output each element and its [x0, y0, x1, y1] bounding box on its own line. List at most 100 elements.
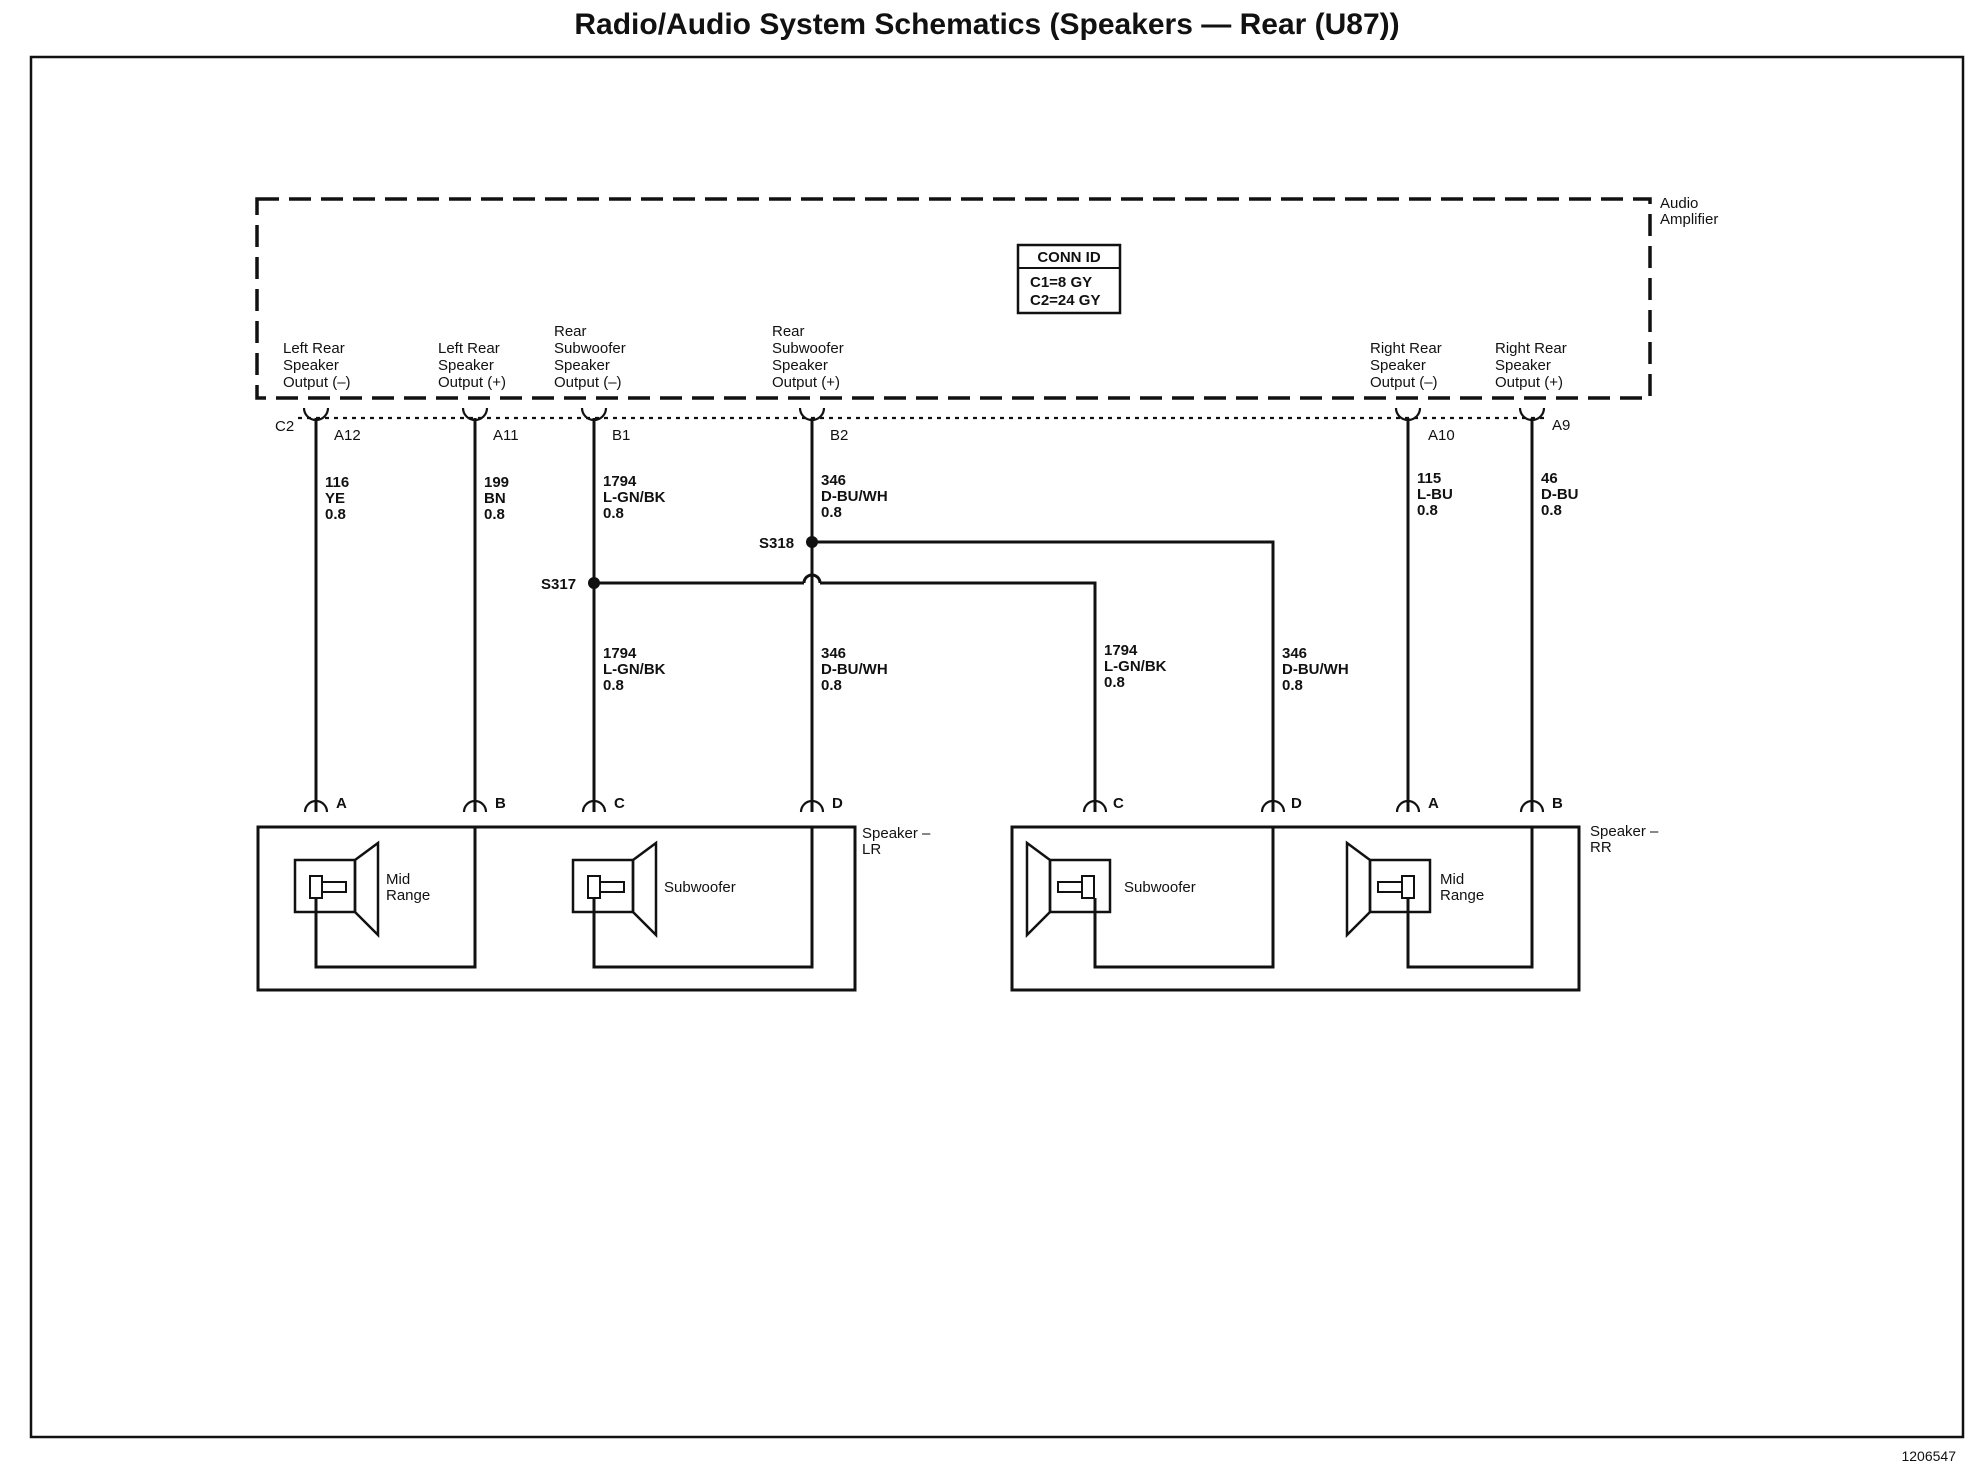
outer-frame	[29, 55, 1965, 1439]
amp-output-left-pos: Left Rear Speaker Output (+)	[438, 340, 506, 391]
speaker-lr-name2: LR	[862, 841, 881, 858]
svg-text:Speaker: Speaker	[438, 357, 494, 374]
svg-text:Subwoofer: Subwoofer	[554, 340, 626, 357]
connector-c2-label: C2	[275, 418, 294, 435]
svg-text:Output (–): Output (–)	[283, 374, 351, 391]
svg-text:L-BU: L-BU	[1417, 486, 1453, 503]
wire-label-115: 115 L-BU 0.8	[1417, 470, 1453, 519]
pin-b1: B1	[612, 427, 630, 444]
lr-pin-c: C	[614, 795, 625, 812]
svg-text:1794: 1794	[603, 473, 637, 490]
svg-text:Right Rear: Right Rear	[1495, 340, 1567, 357]
wire-label-46: 46 D-BU 0.8	[1541, 470, 1579, 519]
svg-text:Output (+): Output (+)	[772, 374, 840, 391]
svg-text:346: 346	[821, 645, 846, 662]
conn-id-header: CONN ID	[1037, 249, 1101, 266]
svg-text:46: 46	[1541, 470, 1558, 487]
svg-text:0.8: 0.8	[821, 677, 842, 694]
svg-text:0.8: 0.8	[1417, 502, 1438, 519]
svg-text:Output (+): Output (+)	[438, 374, 506, 391]
amp-output-right-neg: Right Rear Speaker Output (–)	[1370, 340, 1442, 391]
amp-output-right-pos: Right Rear Speaker Output (+)	[1495, 340, 1567, 391]
svg-text:Speaker: Speaker	[1495, 357, 1551, 374]
svg-text:Output (–): Output (–)	[1370, 374, 1438, 391]
wire-label-1794-top: 1794 L-GN/BK 0.8	[603, 473, 666, 522]
svg-text:Subwoofer: Subwoofer	[772, 340, 844, 357]
lr-mid-label2: Range	[386, 887, 430, 904]
svg-text:1794: 1794	[1104, 642, 1138, 659]
rr-pin-b: B	[1552, 795, 1563, 812]
svg-text:D-BU/WH: D-BU/WH	[1282, 661, 1349, 678]
svg-text:Right Rear: Right Rear	[1370, 340, 1442, 357]
svg-text:Speaker: Speaker	[554, 357, 610, 374]
wire-label-346-rr: 346 D-BU/WH 0.8	[1282, 645, 1349, 694]
pin-b2: B2	[830, 427, 848, 444]
pin-a10: A10	[1428, 427, 1455, 444]
rr-sub-label: Subwoofer	[1124, 879, 1196, 896]
amplifier-name-line1: Audio	[1660, 195, 1698, 212]
amplifier-name-line2: Amplifier	[1660, 211, 1718, 228]
svg-text:BN: BN	[484, 490, 506, 507]
pin-a9: A9	[1552, 417, 1570, 434]
rr-pin-c: C	[1113, 795, 1124, 812]
svg-text:Speaker: Speaker	[1370, 357, 1426, 374]
wire-label-346-top: 346 D-BU/WH 0.8	[821, 472, 888, 521]
svg-text:L-GN/BK: L-GN/BK	[603, 489, 666, 506]
svg-text:Output (–): Output (–)	[554, 374, 622, 391]
document-id: 1206547	[1901, 1448, 1956, 1464]
splice-s318	[806, 536, 818, 548]
svg-text:0.8: 0.8	[603, 505, 624, 522]
audio-amplifier-box	[255, 197, 1652, 400]
rr-pin-a: A	[1428, 795, 1439, 812]
svg-text:D-BU: D-BU	[1541, 486, 1579, 503]
wire-label-1794-lr: 1794 L-GN/BK 0.8	[603, 645, 666, 694]
svg-text:0.8: 0.8	[821, 504, 842, 521]
svg-text:0.8: 0.8	[1282, 677, 1303, 694]
mid-range-speaker-icon	[1345, 840, 1432, 939]
amp-output-left-neg: Left Rear Speaker Output (–)	[283, 340, 351, 391]
svg-text:D-BU/WH: D-BU/WH	[821, 661, 888, 678]
rr-mid-label2: Range	[1440, 887, 1484, 904]
pin-a11: A11	[493, 427, 519, 444]
amp-output-sub-pos: Rear Subwoofer Speaker Output (+)	[772, 323, 844, 391]
svg-text:Left Rear: Left Rear	[283, 340, 345, 357]
wire-label-346-lr: 346 D-BU/WH 0.8	[821, 645, 888, 694]
conn-id-c2: C2=24 GY	[1030, 292, 1100, 309]
subwoofer-speaker-icon	[1025, 840, 1112, 939]
mid-range-speaker-icon	[293, 840, 380, 939]
svg-text:Output (+): Output (+)	[1495, 374, 1563, 391]
subwoofer-speaker-icon	[571, 840, 658, 939]
rr-pin-d: D	[1291, 795, 1302, 812]
svg-text:1794: 1794	[603, 645, 637, 662]
svg-text:0.8: 0.8	[603, 677, 624, 694]
svg-text:L-GN/BK: L-GN/BK	[1104, 658, 1167, 675]
svg-text:115: 115	[1417, 470, 1441, 487]
pin-a12: A12	[334, 427, 361, 444]
rr-mid-label1: Mid	[1440, 871, 1464, 888]
lr-mid-label1: Mid	[386, 871, 410, 888]
svg-text:116: 116	[325, 474, 349, 491]
speaker-rr-name2: RR	[1590, 839, 1612, 856]
speaker-lr: Mid Range Subwoofer Speaker – LR	[256, 825, 931, 992]
svg-text:Speaker: Speaker	[772, 357, 828, 374]
conn-id-c1: C1=8 GY	[1030, 274, 1092, 291]
svg-text:Rear: Rear	[772, 323, 805, 340]
conn-id-table: CONN ID C1=8 GY C2=24 GY	[1016, 243, 1122, 315]
svg-text:0.8: 0.8	[1104, 674, 1125, 691]
splice-s317	[588, 577, 600, 589]
speaker-rr: Subwoofer Mid Range Speaker – RR	[1010, 823, 1659, 992]
svg-text:0.8: 0.8	[325, 506, 346, 523]
svg-text:Left Rear: Left Rear	[438, 340, 500, 357]
splice-s317-label: S317	[541, 576, 576, 593]
svg-text:YE: YE	[325, 490, 345, 507]
wire-label-199: 199 BN 0.8	[484, 474, 509, 523]
wire-label-116: 116 YE 0.8	[325, 474, 349, 523]
lr-sub-label: Subwoofer	[664, 879, 736, 896]
speaker-connector-pins	[303, 799, 1545, 813]
lr-pin-b: B	[495, 795, 506, 812]
svg-text:L-GN/BK: L-GN/BK	[603, 661, 666, 678]
svg-text:346: 346	[1282, 645, 1307, 662]
amp-output-sub-neg: Rear Subwoofer Speaker Output (–)	[554, 323, 626, 391]
speaker-rr-name1: Speaker –	[1590, 823, 1659, 840]
